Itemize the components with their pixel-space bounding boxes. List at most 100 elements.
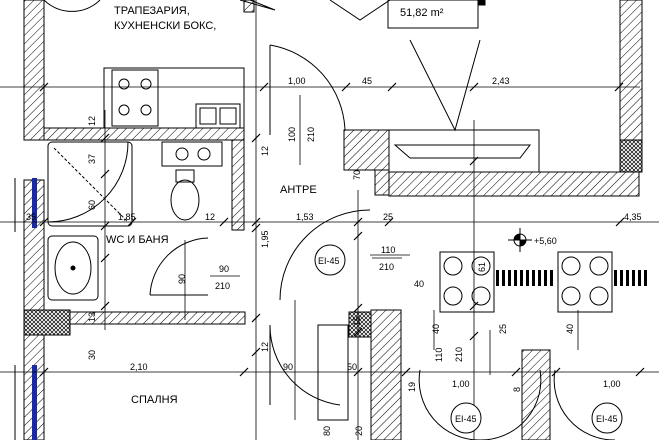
dim-text: 40 bbox=[414, 279, 424, 289]
door-width-label: 110 bbox=[381, 245, 395, 255]
walls bbox=[23, 0, 643, 440]
dim-text-vertical: 13 bbox=[87, 312, 97, 322]
shower-screen bbox=[47, 141, 129, 223]
window-marker-lower bbox=[32, 365, 37, 440]
dim-text-vertical: 15 bbox=[352, 316, 362, 326]
heater-bars bbox=[496, 270, 647, 286]
dim-text-vertical: 100 bbox=[287, 127, 297, 142]
dim-text: 90 bbox=[283, 362, 293, 372]
toilet-bowl bbox=[170, 179, 200, 221]
dim-text-vertical: 80 bbox=[322, 426, 332, 436]
ei45-arcs bbox=[418, 369, 615, 440]
stove-burner bbox=[140, 78, 152, 90]
wall-kitchen-wc bbox=[43, 127, 245, 141]
kitchen-counter bbox=[103, 67, 245, 129]
column-left bbox=[23, 309, 71, 336]
dimension-ticks bbox=[39, 82, 645, 377]
wall-wc-bedroom bbox=[69, 311, 246, 325]
door-swing-bedroom bbox=[269, 324, 341, 406]
stove-burner bbox=[140, 104, 152, 116]
wall-left-upper bbox=[23, 0, 45, 141]
wall-center-step bbox=[374, 169, 390, 196]
door-swing-wc bbox=[149, 237, 209, 296]
door-width-label: 90 bbox=[219, 264, 229, 274]
column-right-top bbox=[619, 139, 643, 173]
labels: ТРАПЕЗАРИЯ, КУХНЕНСКИ БОКС, АНТРЕ WC И Б… bbox=[26, 5, 642, 436]
ei45-marker bbox=[314, 244, 346, 276]
door-swing-living bbox=[279, 209, 371, 301]
dim-text-vertical: 20 bbox=[354, 426, 364, 436]
ei45-marker bbox=[591, 402, 623, 434]
dim-text-vertical: 1,95 bbox=[260, 230, 270, 248]
room-label-kitchen-1: ТРАПЕЗАРИЯ, bbox=[114, 5, 190, 17]
ei45-markers bbox=[314, 244, 623, 434]
room-label-bedroom: СПАЛНЯ bbox=[131, 394, 178, 406]
door-bedroom-frame bbox=[317, 324, 349, 421]
dim-text-vertical: 70 bbox=[352, 170, 362, 180]
facade-windows bbox=[14, 178, 37, 440]
dim-text-vertical: 19 bbox=[407, 382, 417, 392]
dim-text-vertical: 40 bbox=[431, 324, 441, 334]
bathtub-inner bbox=[393, 144, 532, 159]
wc-fixtures bbox=[47, 141, 223, 301]
stove-burner bbox=[118, 78, 130, 90]
dim-text: 1,00 bbox=[603, 379, 621, 389]
dining-table-arc bbox=[43, 0, 101, 12]
sink-basin bbox=[219, 107, 237, 125]
wall-stair bbox=[370, 309, 402, 440]
dim-text: 1,85 bbox=[118, 212, 136, 222]
dim-text-vertical: 12 bbox=[87, 116, 97, 126]
ei45-label: EI-45 bbox=[455, 414, 477, 424]
kitchen-fixtures bbox=[43, 0, 245, 129]
stove bbox=[111, 69, 159, 127]
room-label-entrance: АНТРЕ bbox=[280, 184, 317, 196]
area-box bbox=[387, 0, 479, 29]
heater-right bbox=[557, 251, 613, 313]
dim-text: 2,43 bbox=[492, 76, 510, 86]
door-height-label: 210 bbox=[379, 262, 394, 272]
wall-stub-top bbox=[243, 0, 255, 13]
washbasin bbox=[161, 141, 223, 167]
dim-text: 4,35 bbox=[624, 212, 642, 222]
wall-right-vertical bbox=[619, 0, 643, 141]
ei45-label: EI-45 bbox=[318, 256, 340, 266]
dim-text-vertical: 61 bbox=[477, 262, 487, 272]
wall-center-upper bbox=[343, 129, 390, 171]
area-label: 51,82 m² bbox=[400, 7, 444, 19]
washbasin-bowl bbox=[197, 147, 211, 161]
wall-wc-entrance bbox=[231, 139, 245, 231]
dim-text: 12 bbox=[205, 212, 215, 222]
bathtub bbox=[388, 129, 540, 173]
wall-stair-right bbox=[521, 349, 551, 440]
dim-text-vertical: 25 bbox=[498, 324, 508, 334]
dim-text: 1,00 bbox=[452, 379, 470, 389]
kitchen-arrow bbox=[409, 39, 481, 132]
dim-text-vertical: 37 bbox=[87, 154, 97, 164]
level-label: +5,60 bbox=[534, 236, 557, 246]
right-area bbox=[239, 0, 615, 440]
sink-basin bbox=[199, 107, 217, 125]
washbasin-bowl bbox=[175, 147, 189, 161]
dim-text-vertical: 60 bbox=[87, 200, 97, 210]
dim-text-vertical: 12 bbox=[260, 342, 270, 352]
dim-text-vertical: 90 bbox=[177, 274, 187, 284]
room-label-wc: WC И БАНЯ bbox=[106, 234, 169, 246]
dim-text-vertical: 210 bbox=[306, 127, 316, 142]
heater-left bbox=[439, 251, 495, 313]
roof-line bbox=[329, 0, 391, 21]
dim-text: 25 bbox=[383, 212, 393, 222]
kitchen-sink bbox=[195, 103, 241, 129]
wall-right-horizontal bbox=[388, 171, 640, 197]
ei45-label: EI-45 bbox=[596, 414, 618, 424]
ei45-marker bbox=[450, 402, 482, 434]
heaters bbox=[439, 251, 647, 313]
dim-text: 2,10 bbox=[130, 362, 148, 372]
dim-text: 45 bbox=[362, 76, 372, 86]
toilet-tank bbox=[175, 169, 195, 183]
dim-text-vertical: 110 bbox=[434, 348, 444, 362]
dim-text-vertical: 8 bbox=[512, 387, 522, 392]
dim-text: 1,00 bbox=[288, 76, 306, 86]
room-label-kitchen-2: КУХНЕНСКИ БОКС, bbox=[114, 20, 216, 32]
